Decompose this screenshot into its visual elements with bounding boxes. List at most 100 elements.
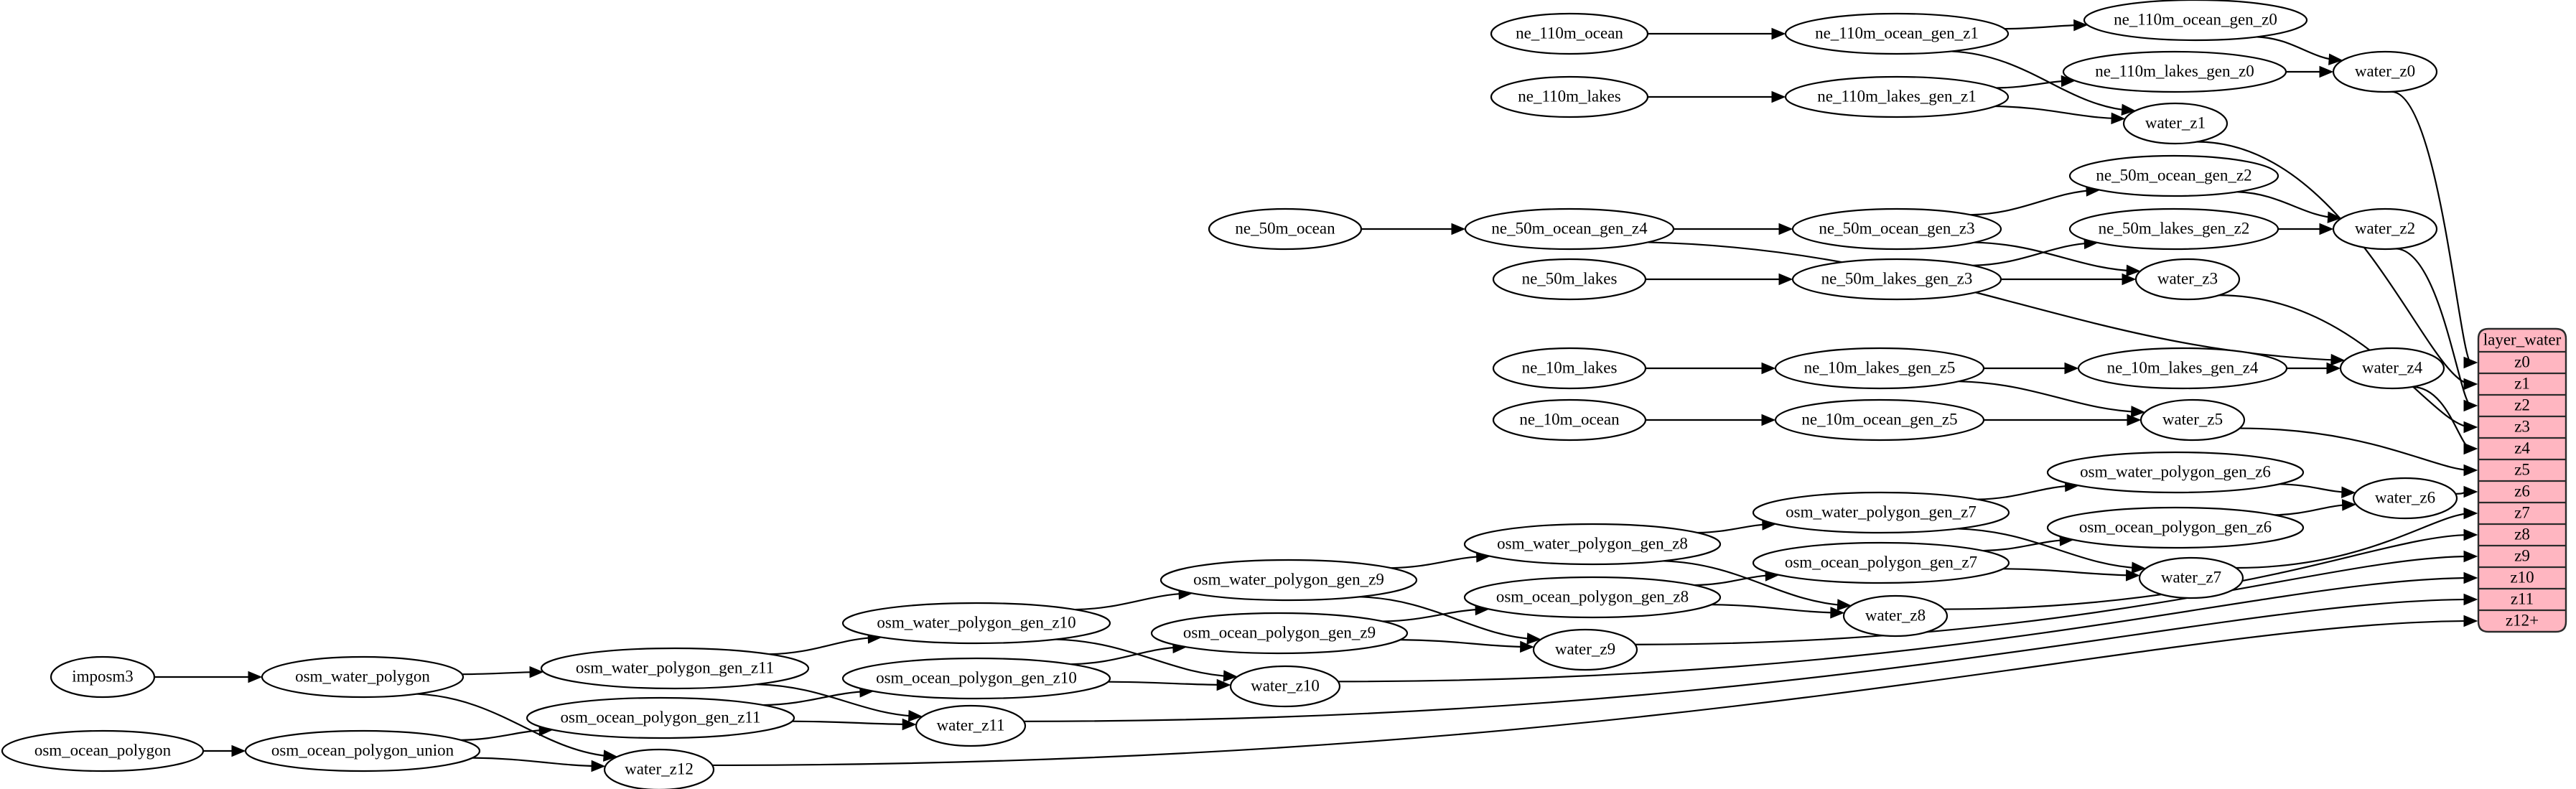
graph-node-osm_water_polygon_gen_z7[interactable]: osm_water_polygon_gen_z7 — [1752, 491, 2010, 534]
edge-arrowhead — [2463, 378, 2478, 391]
graph-node-water_z12[interactable]: water_z12 — [603, 748, 715, 789]
node-label: water_z7 — [2161, 568, 2221, 586]
graph-node-water_z7[interactable]: water_z7 — [2138, 556, 2244, 599]
node-label: water_z3 — [2157, 269, 2218, 287]
table-row[interactable]: z7 — [2514, 503, 2530, 521]
graph-node-osm_ocean_polygon_gen_z6[interactable]: osm_ocean_polygon_gen_z6 — [2046, 506, 2305, 549]
graph-node-ne_110m_ocean_gen_z1[interactable]: ne_110m_ocean_gen_z1 — [1784, 12, 2010, 55]
graph-node-osm_ocean_polygon_gen_z11[interactable]: osm_ocean_polygon_gen_z11 — [526, 696, 795, 739]
graph-edge — [2239, 427, 2472, 472]
graph-edge — [1635, 555, 2472, 645]
edge-arrowhead — [2463, 485, 2478, 498]
graph-edge — [1382, 608, 1485, 622]
table-row[interactable]: z12+ — [2506, 611, 2539, 629]
table-row[interactable]: z3 — [2514, 417, 2530, 435]
graph-edge — [1338, 576, 2472, 683]
graph-node-ne_50m_ocean_gen_z3[interactable]: ne_50m_ocean_gen_z3 — [1791, 207, 2002, 251]
table-row[interactable]: z1 — [2514, 374, 2530, 392]
node-ellipse — [2332, 207, 2438, 251]
graph-node-ne_50m_lakes_gen_z2[interactable]: ne_50m_lakes_gen_z2 — [2068, 207, 2279, 251]
graph-node-water_z4[interactable]: water_z4 — [2339, 347, 2445, 390]
graph-node-ne_110m_lakes_gen_z0[interactable]: ne_110m_lakes_gen_z0 — [2062, 50, 2287, 93]
node-label: osm_ocean_polygon_gen_z7 — [1785, 553, 1977, 571]
graph-node-water_z3[interactable]: water_z3 — [2134, 258, 2241, 301]
graph-node-osm_water_polygon_gen_z11[interactable]: osm_water_polygon_gen_z11 — [540, 647, 810, 690]
node-ellipse — [2332, 50, 2438, 93]
node-label: water_z12 — [625, 760, 694, 778]
graph-node-ne_10m_lakes[interactable]: ne_10m_lakes — [1492, 347, 1647, 390]
graph-node-water_z0[interactable]: water_z0 — [2332, 50, 2438, 93]
graph-node-water_z10[interactable]: water_z10 — [1229, 665, 1341, 708]
graph-node-water_z6[interactable]: water_z6 — [2352, 477, 2458, 520]
graph-node-water_z5[interactable]: water_z5 — [2139, 398, 2246, 442]
node-label: water_z4 — [2362, 358, 2423, 376]
edge-arrowhead — [2463, 507, 2478, 520]
graph-node-ne_110m_lakes[interactable]: ne_110m_lakes — [1490, 75, 1649, 118]
node-ellipse — [2046, 506, 2305, 549]
node-ellipse — [1492, 347, 1647, 390]
edge-arrowhead — [1520, 640, 1534, 653]
graph-node-ne_110m_ocean_gen_z0[interactable]: ne_110m_ocean_gen_z0 — [2083, 0, 2308, 42]
graph-node-ne_10m_lakes_gen_z5[interactable]: ne_10m_lakes_gen_z5 — [1774, 347, 1985, 390]
graph-edge — [756, 683, 918, 718]
layer-water-table-title: layer_water — [2483, 330, 2562, 348]
graph-edge — [462, 671, 540, 676]
graph-edge — [1648, 241, 2341, 361]
graph-edge — [1400, 638, 1530, 648]
edge-arrowhead — [2319, 223, 2334, 235]
graph-node-ne_10m_ocean[interactable]: ne_10m_ocean — [1492, 398, 1647, 442]
graph-node-osm_ocean_polygon_gen_z7[interactable]: osm_ocean_polygon_gen_z7 — [1752, 541, 2010, 584]
table-row[interactable]: z9 — [2514, 546, 2530, 564]
graph-node-osm_water_polygon_gen_z8[interactable]: osm_water_polygon_gen_z8 — [1463, 523, 1722, 566]
table-row[interactable]: z2 — [2514, 396, 2530, 414]
graph-node-ne_50m_ocean[interactable]: ne_50m_ocean — [1208, 207, 1363, 251]
graph-edge — [1024, 598, 2472, 722]
graph-node-ne_10m_ocean_gen_z5[interactable]: ne_10m_ocean_gen_z5 — [1774, 398, 1985, 442]
table-row[interactable]: z11 — [2511, 589, 2534, 607]
graph-node-osm_ocean_polygon_gen_z8[interactable]: osm_ocean_polygon_gen_z8 — [1463, 576, 1722, 619]
graph-node-osm_water_polygon_gen_z10[interactable]: osm_water_polygon_gen_z10 — [841, 602, 1111, 645]
node-ellipse — [1791, 258, 2002, 301]
graph-node-osm_water_polygon_gen_z9[interactable]: osm_water_polygon_gen_z9 — [1159, 559, 1418, 602]
graph-edge — [1697, 523, 1772, 534]
graph-node-ne_110m_ocean[interactable]: ne_110m_ocean — [1490, 12, 1649, 55]
graph-node-osm_ocean_polygon_gen_z9[interactable]: osm_ocean_polygon_gen_z9 — [1150, 612, 1409, 655]
node-label: ne_110m_lakes_gen_z1 — [1817, 87, 1976, 105]
graph-node-ne_50m_lakes[interactable]: ne_50m_lakes — [1492, 258, 1647, 301]
graph-edge — [472, 757, 602, 767]
table-row[interactable]: z4 — [2514, 439, 2530, 457]
edge-arrowhead — [529, 666, 544, 678]
node-ellipse — [915, 704, 1027, 747]
node-label: osm_ocean_polygon_gen_z8 — [1496, 587, 1689, 605]
graph-node-water_z1[interactable]: water_z1 — [2122, 102, 2229, 145]
graph-node-water_z2[interactable]: water_z2 — [2332, 207, 2438, 251]
graph-node-water_z11[interactable]: water_z11 — [915, 704, 1027, 747]
edge-arrowhead — [1526, 632, 1541, 645]
edge-arrowhead — [1761, 414, 1776, 426]
table-row[interactable]: z6 — [2514, 482, 2530, 500]
edge-arrowhead — [2125, 569, 2140, 582]
graph-node-ne_50m_lakes_gen_z3[interactable]: ne_50m_lakes_gen_z3 — [1791, 258, 2002, 301]
graph-node-water_z8[interactable]: water_z8 — [1842, 594, 1949, 638]
graph-node-osm_ocean_polygon_union[interactable]: osm_ocean_polygon_union — [244, 729, 481, 772]
graph-node-ne_50m_ocean_gen_z2[interactable]: ne_50m_ocean_gen_z2 — [2068, 154, 2279, 197]
node-label: ne_110m_lakes — [1518, 87, 1621, 105]
node-ellipse — [2068, 207, 2279, 251]
edge-arrowhead — [1761, 362, 1776, 375]
graph-node-water_z9[interactable]: water_z9 — [1532, 628, 1638, 671]
graph-edge — [712, 620, 2472, 767]
graph-node-osm_water_polygon[interactable]: osm_water_polygon — [261, 655, 465, 699]
graph-node-ne_10m_lakes_gen_z4[interactable]: ne_10m_lakes_gen_z4 — [2077, 347, 2288, 390]
table-row[interactable]: z8 — [2514, 525, 2530, 543]
table-row[interactable]: z5 — [2514, 460, 2530, 478]
graph-node-osm_ocean_polygon_gen_z10[interactable]: osm_ocean_polygon_gen_z10 — [841, 657, 1111, 700]
node-label: osm_water_polygon — [295, 667, 430, 685]
graph-node-ne_110m_lakes_gen_z1[interactable]: ne_110m_lakes_gen_z1 — [1784, 75, 2010, 118]
edge-arrowhead — [2328, 53, 2343, 65]
table-row[interactable]: z10 — [2510, 568, 2534, 586]
graph-node-osm_water_polygon_gen_z6[interactable]: osm_water_polygon_gen_z6 — [2046, 451, 2305, 494]
graph-node-osm_ocean_polygon[interactable]: osm_ocean_polygon — [1, 729, 205, 772]
table-row[interactable]: z0 — [2514, 353, 2530, 370]
graph-node-imposm3[interactable]: imposm3 — [50, 655, 156, 699]
graph-node-ne_50m_ocean_gen_z4[interactable]: ne_50m_ocean_gen_z4 — [1464, 207, 1675, 251]
